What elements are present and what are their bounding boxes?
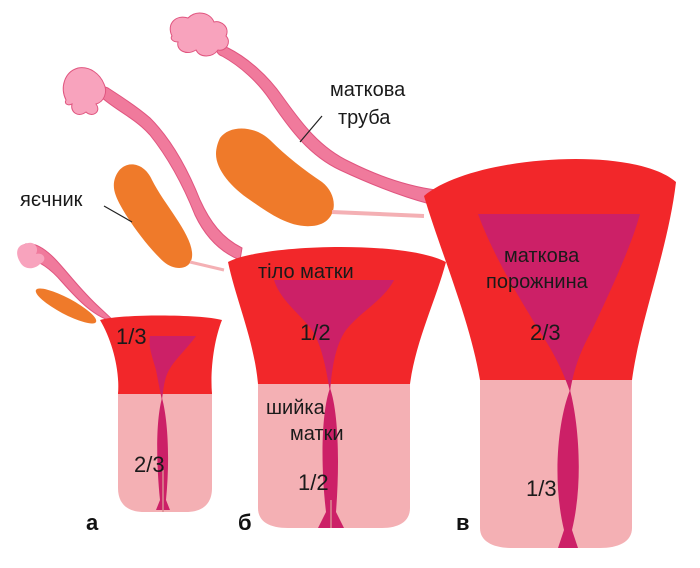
cervix-c: [480, 378, 632, 548]
uterus-body-label: тіло матки: [258, 261, 354, 283]
cervical-canal-c: [557, 390, 579, 548]
cervix-label: шийка матки: [266, 397, 344, 445]
fraction-a-bottom: 2/3: [134, 452, 165, 477]
uterine-tube-label-line2: труба: [338, 107, 391, 129]
uterine-cavity-label-line2: порожнина: [486, 271, 589, 293]
label-letter-b: б: [238, 510, 252, 535]
uterine-cavity-b: [274, 280, 394, 392]
uterus-b: [62, 67, 446, 528]
label-letter-a: а: [86, 510, 99, 535]
cervix-label-line2: матки: [290, 423, 344, 445]
fraction-c-bottom: 1/3: [526, 476, 557, 501]
fraction-b-top: 1/2: [300, 320, 331, 345]
uterine-cavity-label: маткова порожнина: [486, 245, 589, 293]
ovary-pointer: [103, 205, 133, 223]
cervical-canal-b: [318, 388, 344, 528]
uterine-cavity-label-line1: маткова: [504, 245, 580, 267]
fimbriae-c: [169, 12, 229, 57]
ovary-c: [216, 128, 334, 227]
uterine-cavity-a: [149, 336, 196, 400]
fraction-c-top: 2/3: [530, 320, 561, 345]
uterine-tube-label-line1: маткова: [330, 79, 406, 101]
uterine-tube-label: маткова труба: [330, 79, 411, 129]
cervix-label-line1: шийка: [266, 397, 326, 419]
uterus-c: [169, 12, 676, 548]
fimbriae-b: [62, 67, 107, 115]
cervical-canal-a: [156, 398, 170, 510]
ovary-b: [113, 164, 193, 268]
uterine-cavity-c: [478, 214, 640, 392]
fraction-a-top: 1/3: [116, 324, 147, 349]
fimbriae-a: [17, 242, 45, 269]
ovary-a: [35, 288, 97, 324]
uterus-a: [17, 242, 222, 512]
ovary-label: яєчник: [20, 189, 83, 211]
uterine-tube-pointer: [299, 115, 323, 143]
ovary-ligament-c: [331, 210, 425, 218]
fraction-b-bottom: 1/2: [298, 470, 329, 495]
ovary-ligament-b: [189, 260, 225, 272]
label-letter-c: в: [456, 510, 470, 535]
